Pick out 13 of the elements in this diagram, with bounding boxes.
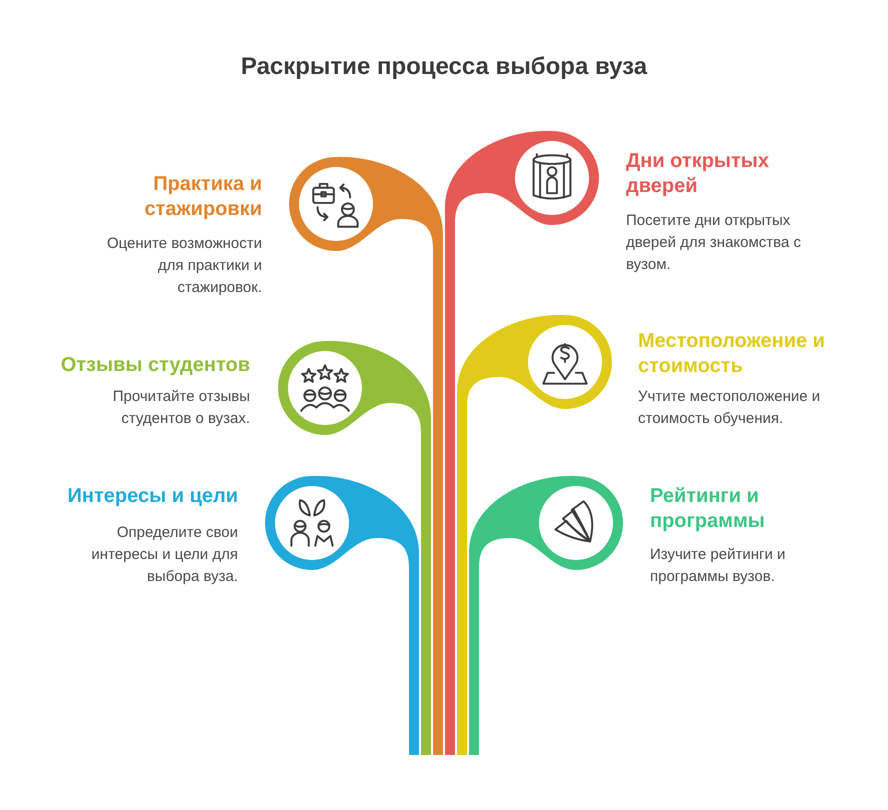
description: Прочитайте отзывы студентов о вузах.	[112, 387, 250, 429]
description: Учтите местоположение и стоимость обучения.	[638, 387, 822, 429]
heading: Отзывы студентов	[60, 353, 250, 378]
description: Изучите рейтинги и программы вузов.	[650, 545, 786, 587]
title: Раскрытие процесса выбора вуза	[240, 52, 648, 82]
description: Посетите дни открытых дверей для знакомства с вузом.	[626, 211, 802, 275]
heading: Интересы и цели	[66, 484, 238, 509]
heading: Дни открытых дверей	[626, 149, 770, 199]
description: Оцените возможности для практики и стажировок.	[106, 234, 262, 298]
description: Определите свои интересы и цели для выбора вуза.	[90, 523, 238, 587]
heading: Местоположение и стоимость	[638, 329, 826, 379]
heading: Рейтинги и программы	[650, 484, 766, 534]
heading: Практика и стажировки	[143, 172, 262, 222]
